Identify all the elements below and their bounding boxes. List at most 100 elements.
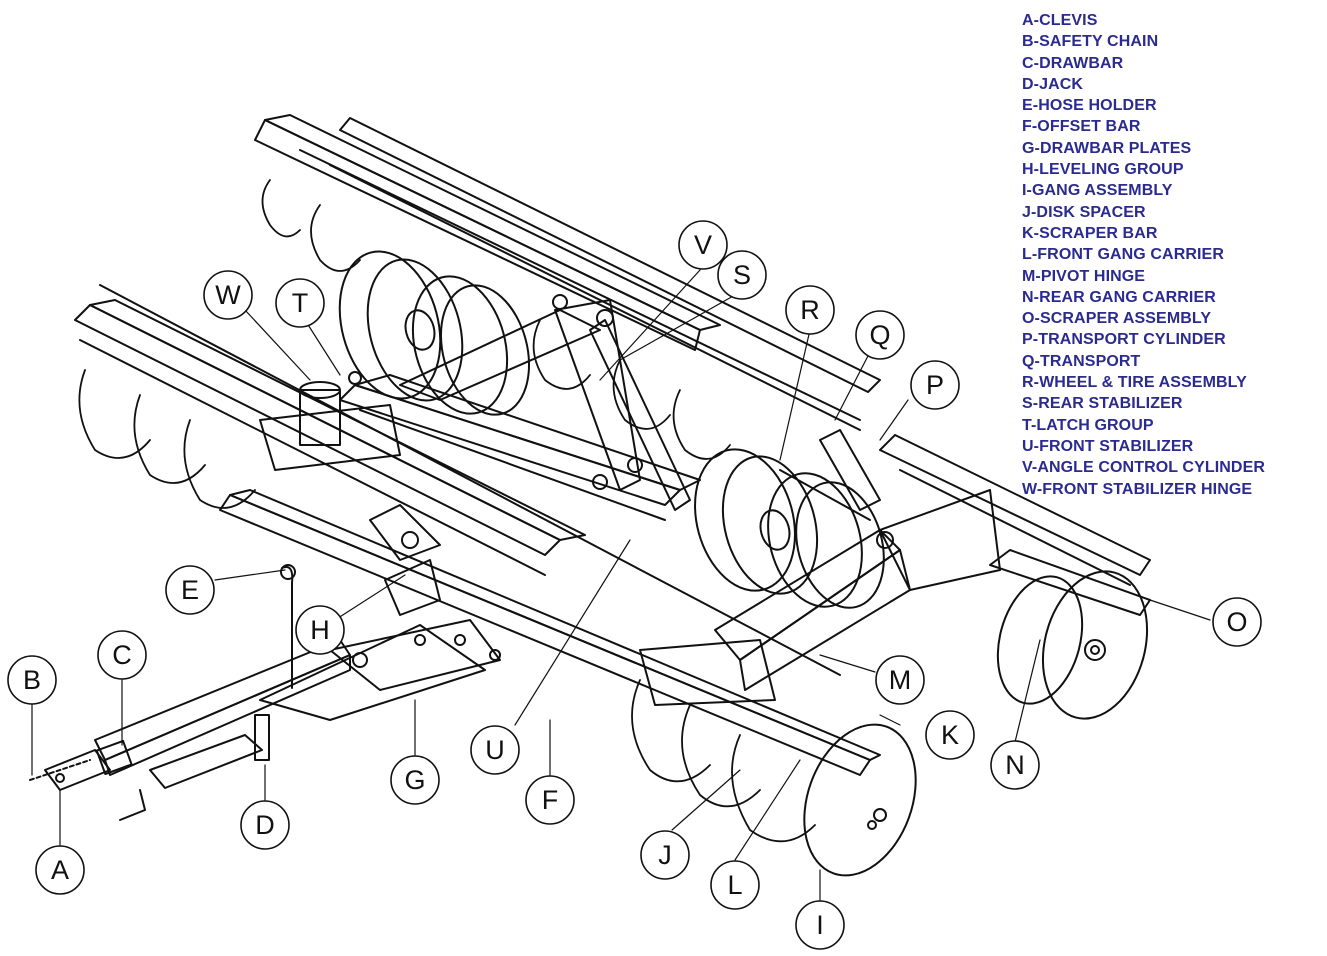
callout-circle xyxy=(7,655,57,705)
callout-letter: K xyxy=(941,720,959,750)
callout-g: G xyxy=(390,755,440,805)
right-wheel-tire xyxy=(694,448,885,609)
legend-item: V-ANGLE CONTROL CYLINDER xyxy=(1022,459,1266,477)
legend-item: P-TRANSPORT CYLINDER xyxy=(1022,331,1226,349)
callout-circle xyxy=(678,220,728,270)
callout-letter: U xyxy=(485,735,505,765)
hose-holder xyxy=(280,564,296,689)
callout-t: T xyxy=(275,278,325,328)
callout-d: D xyxy=(240,800,290,850)
callout-s: S xyxy=(717,250,767,300)
transport-beam xyxy=(339,309,701,521)
callout-letter: D xyxy=(255,810,275,840)
callout-letter: A xyxy=(51,855,69,885)
legend-item: I-GANG ASSEMBLY xyxy=(1022,182,1173,200)
callout-circle xyxy=(525,775,575,825)
callout-circle xyxy=(35,845,85,895)
front-right-disk xyxy=(803,723,917,877)
callout-letter: C xyxy=(112,640,132,670)
callout-circle xyxy=(990,740,1040,790)
legend-item: Q-TRANSPORT xyxy=(1022,352,1141,370)
callout-circle xyxy=(240,800,290,850)
legend-item: M-PIVOT HINGE xyxy=(1022,267,1146,285)
callout-m: M xyxy=(875,655,925,705)
callout-circle xyxy=(165,565,215,615)
jack xyxy=(119,714,270,821)
callout-circle xyxy=(390,755,440,805)
legend-item: D-JACK xyxy=(1022,75,1084,93)
legend-item: T-LATCH GROUP xyxy=(1022,416,1154,434)
callout-letter: W xyxy=(215,280,241,310)
legend-item: N-REAR GANG CARRIER xyxy=(1022,288,1216,306)
callout-letter: T xyxy=(292,288,309,318)
callout-q: Q xyxy=(855,310,905,360)
leader-lines xyxy=(31,269,1211,901)
legend-item: F-OFFSET BAR xyxy=(1022,118,1141,136)
callout-p: P xyxy=(910,360,960,410)
parts-legend: A-CLEVIS B-SAFETY CHAIN C-DRAWBAR D-JACK E-H… xyxy=(1022,10,1265,500)
callout-f: F xyxy=(525,775,575,825)
front-frame xyxy=(74,284,881,776)
callout-circle xyxy=(925,710,975,760)
callout-v: V xyxy=(678,220,728,270)
callout-letter: L xyxy=(727,870,742,900)
legend-item: G-DRAWBAR PLATES xyxy=(1022,139,1192,157)
callout-letter: G xyxy=(404,765,425,795)
callout-b: B xyxy=(7,655,57,705)
callout-letter: F xyxy=(542,785,559,815)
callout-circle xyxy=(640,830,690,880)
callout-letter: J xyxy=(658,840,672,870)
legend-item: K-SCRAPER BAR xyxy=(1022,224,1158,242)
leveling-group xyxy=(369,504,441,616)
drawbar xyxy=(94,619,501,776)
legend-item: L-FRONT GANG CARRIER xyxy=(1022,246,1224,264)
callout-letter: S xyxy=(733,260,751,290)
callout-circle xyxy=(470,725,520,775)
callout-circle xyxy=(1212,597,1262,647)
legend-item: R-WHEEL & TIRE ASSEMBLY xyxy=(1022,374,1247,392)
callout-w: W xyxy=(203,270,253,320)
clevis xyxy=(29,739,133,791)
callout-circle xyxy=(717,250,767,300)
callout-h: H xyxy=(295,605,345,655)
rear-disk-row xyxy=(261,179,731,460)
callout-letter: Q xyxy=(869,320,890,350)
latch-hinge xyxy=(259,371,401,471)
legend-item: E-HOSE HOLDER xyxy=(1022,97,1157,115)
callout-letter: O xyxy=(1226,607,1247,637)
callout-circle xyxy=(875,655,925,705)
callout-letter: M xyxy=(889,665,912,695)
stabilizer-arms xyxy=(552,294,691,511)
callout-a: A xyxy=(35,845,85,895)
callout-c: C xyxy=(97,630,147,680)
legend-item: U-FRONT STABILIZER xyxy=(1022,437,1194,455)
callout-letter: B xyxy=(23,665,41,695)
rear-frame xyxy=(254,114,881,431)
legend-item: A-CLEVIS xyxy=(1022,12,1098,29)
front-disk-row xyxy=(78,369,816,843)
callout-e: E xyxy=(165,565,215,615)
callout-j: J xyxy=(640,830,690,880)
callout-circle xyxy=(710,860,760,910)
callout-letter: V xyxy=(694,230,712,260)
legend-item: J-DISK SPACER xyxy=(1022,203,1146,221)
callout-circle xyxy=(785,285,835,335)
callout-circle xyxy=(910,360,960,410)
legend-item: O-SCRAPER ASSEMBLY xyxy=(1022,310,1212,328)
legend-item: C-DRAWBAR xyxy=(1022,54,1124,72)
callout-l: L xyxy=(710,860,760,910)
callout-u: U xyxy=(470,725,520,775)
legend-item: H-LEVELING GROUP xyxy=(1022,161,1184,179)
callout-circle xyxy=(203,270,253,320)
callout-letter: E xyxy=(181,575,199,605)
callout-letter: H xyxy=(310,615,330,645)
callout-letter: R xyxy=(800,295,820,325)
rear-right-disk xyxy=(996,570,1149,720)
callout-o: O xyxy=(1212,597,1262,647)
callout-letter: P xyxy=(926,370,944,400)
legend-item: S-REAR STABILIZER xyxy=(1022,395,1183,413)
callout-i: I xyxy=(795,900,845,950)
legend-item: B-SAFETY CHAIN xyxy=(1022,33,1159,51)
